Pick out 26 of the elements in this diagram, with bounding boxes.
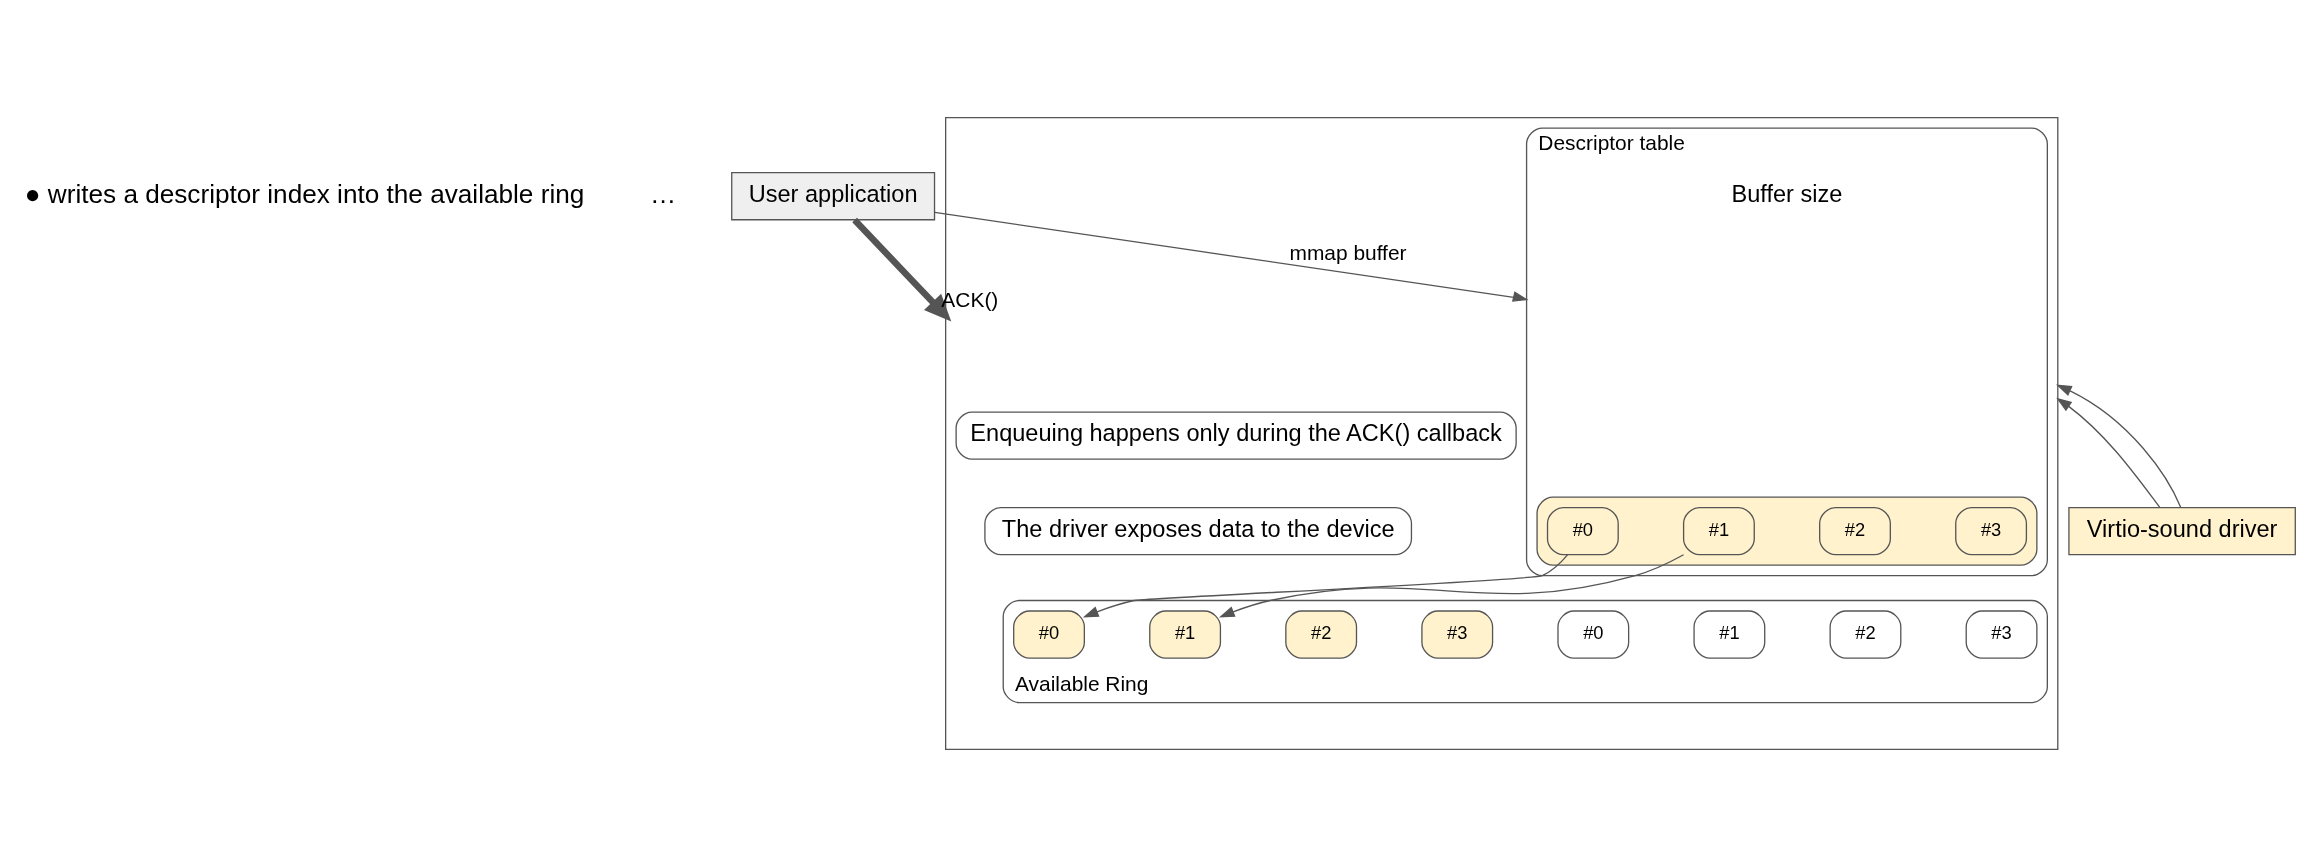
node-box: #2 <box>1285 609 1358 659</box>
node-label: Buffer size <box>1731 180 1843 207</box>
node-box: #2 <box>1819 506 1891 555</box>
node-box: Virtio-sound driver <box>2068 506 2296 555</box>
node-box: #3 <box>1955 506 2028 555</box>
label: … <box>649 178 677 209</box>
node-box: #0 <box>1557 609 1630 659</box>
node-box: User application <box>731 171 936 220</box>
node-box: The driver exposes data to the device <box>984 506 1413 555</box>
arrow <box>2056 384 2182 508</box>
node-box: #2 <box>1829 609 1902 659</box>
node-box: Enqueuing happens only during the ACK() callback <box>955 410 1517 460</box>
node-box: #0 <box>1546 506 1619 555</box>
arrow <box>2056 397 2161 508</box>
node-box: #1 <box>1682 506 1755 555</box>
label: ● writes a descriptor index into the available ring <box>24 178 585 209</box>
cluster <box>1536 496 2038 566</box>
node-box: #0 <box>1013 609 1085 659</box>
arrow <box>1082 553 1569 617</box>
node-box: #1 <box>1693 609 1766 659</box>
edge-label: mmap buffer <box>1289 240 1407 264</box>
arrow <box>852 217 952 322</box>
node-box: #3 <box>1421 609 1494 659</box>
arrow <box>934 211 1529 302</box>
node-box: #3 <box>1965 609 2038 659</box>
node-box: #1 <box>1149 609 1222 659</box>
